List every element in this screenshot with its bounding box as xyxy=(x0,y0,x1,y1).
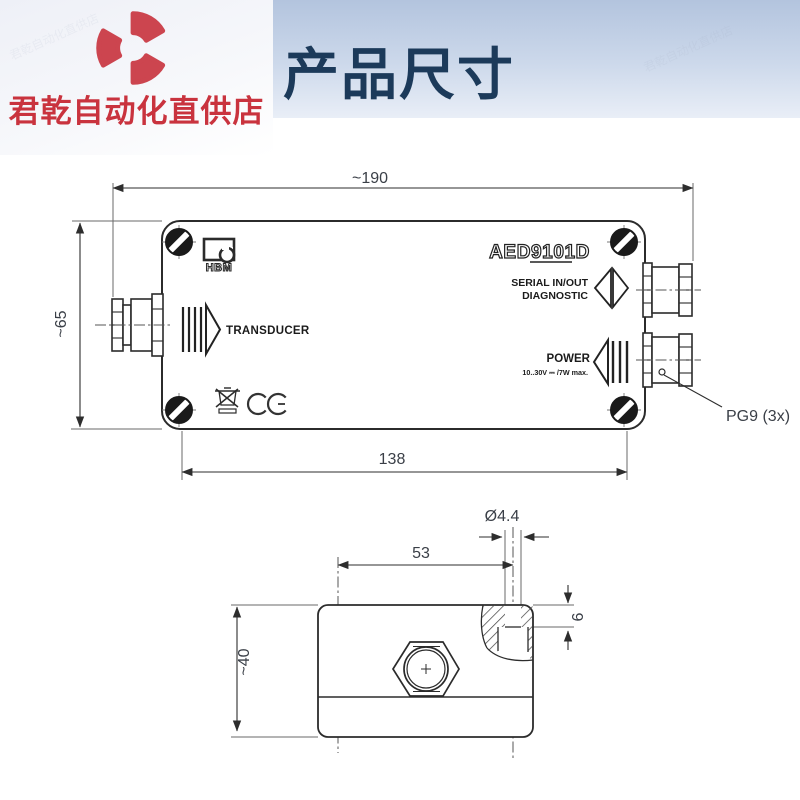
hex-nut xyxy=(391,641,460,697)
power-arrow-icon xyxy=(592,336,629,388)
ce-mark-icon xyxy=(246,392,287,416)
page-title: 产品尺寸 xyxy=(283,43,515,106)
screw-icon xyxy=(162,225,196,259)
hbm-logo-icon: HBM xyxy=(202,237,236,275)
corner-screws xyxy=(162,225,641,427)
store-logo-icon xyxy=(96,11,166,85)
side-dimension-lines xyxy=(232,532,573,732)
power-rating-label: 10..30V ⎓ /7W max. xyxy=(522,368,588,377)
dim-side-width: 53 xyxy=(412,545,430,562)
pg9-leader-line xyxy=(663,374,723,408)
diagnostic-label: DIAGNOSTIC xyxy=(522,290,588,302)
serial-inout-icon xyxy=(593,266,630,310)
weee-bin-icon xyxy=(215,387,240,414)
dim-screw-spacing: 138 xyxy=(379,451,406,468)
hatch-right xyxy=(521,605,533,660)
model-label: AED9101D xyxy=(489,242,590,263)
transducer-label: TRANSDUCER xyxy=(226,325,310,337)
screw-icon xyxy=(162,393,196,427)
dim-side-height: ~40 xyxy=(236,648,253,675)
dim-overall-length: ~190 xyxy=(352,170,388,187)
dim-hole-depth: 6 xyxy=(570,612,587,621)
power-label: POWER xyxy=(547,353,591,365)
dim-hole-diameter: Ø4.4 xyxy=(485,508,520,525)
screw-icon xyxy=(607,225,641,259)
dimension-lines xyxy=(75,183,694,477)
screw-icon xyxy=(607,393,641,427)
transducer-arrow-icon xyxy=(181,301,222,358)
brand-area: 君乾自动化直供店 xyxy=(0,0,273,155)
serial-label: SERIAL IN/OUT xyxy=(511,277,588,289)
hbm-logo-text: HBM xyxy=(206,262,233,274)
cable-gland-label: PG9 (3x) xyxy=(726,408,790,425)
section-boundary xyxy=(480,604,534,662)
store-name: 君乾自动化直供店 xyxy=(8,94,265,129)
hatch-left xyxy=(481,605,505,652)
header-banner: 产品尺寸 xyxy=(273,0,800,118)
dim-overall-height: ~65 xyxy=(53,310,70,337)
